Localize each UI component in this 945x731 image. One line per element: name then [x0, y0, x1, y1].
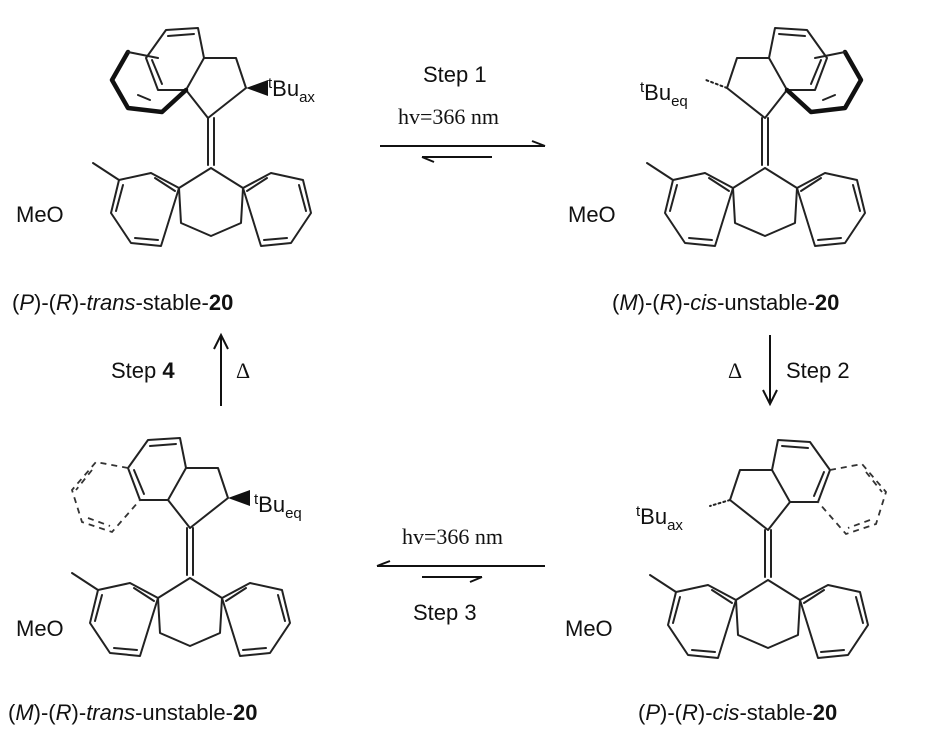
- methoxy-label-br: MeO: [565, 616, 613, 641]
- step1-condition: hv=366 nm: [398, 104, 499, 129]
- compound-label-tl: (P)-(R)-trans-stable-20: [12, 290, 233, 315]
- molecule-trans-unstable-bottom-left: [70, 437, 291, 657]
- step4-condition: Δ: [236, 358, 250, 383]
- tbu-label-br: tBuax: [636, 503, 683, 534]
- step2-arrow: [762, 335, 778, 407]
- tbu-label-bl: tBueq: [254, 491, 302, 522]
- step3-label: Step 3: [413, 600, 477, 625]
- tbu-label-tr: tBueq: [640, 79, 688, 110]
- step1-arrow: [380, 140, 546, 163]
- compound-label-br: (P)-(R)-cis-stable-20: [638, 700, 837, 725]
- compound-label-tr: (M)-(R)-cis-unstable-20: [612, 290, 839, 315]
- methoxy-label-tl: MeO: [16, 202, 64, 227]
- step2-condition: Δ: [728, 358, 742, 383]
- methoxy-label-bl: MeO: [16, 616, 64, 641]
- step3-arrow: [376, 560, 545, 583]
- step2-label: Step 2: [786, 358, 850, 383]
- compound-label-bl: (M)-(R)-trans-unstable-20: [8, 700, 257, 725]
- step3-condition: hv=366 nm: [402, 524, 503, 549]
- step4-label: Step 4: [111, 358, 175, 383]
- molecule-cis-unstable-top-right: [646, 27, 866, 247]
- step1-label: Step 1: [423, 62, 487, 87]
- molecule-cis-stable-bottom-right: [649, 439, 888, 659]
- step4-arrow: [213, 332, 229, 406]
- molecule-trans-stable-top-left: [92, 27, 312, 247]
- tbu-label-tl: tBuax: [268, 75, 315, 106]
- methoxy-label-tr: MeO: [568, 202, 616, 227]
